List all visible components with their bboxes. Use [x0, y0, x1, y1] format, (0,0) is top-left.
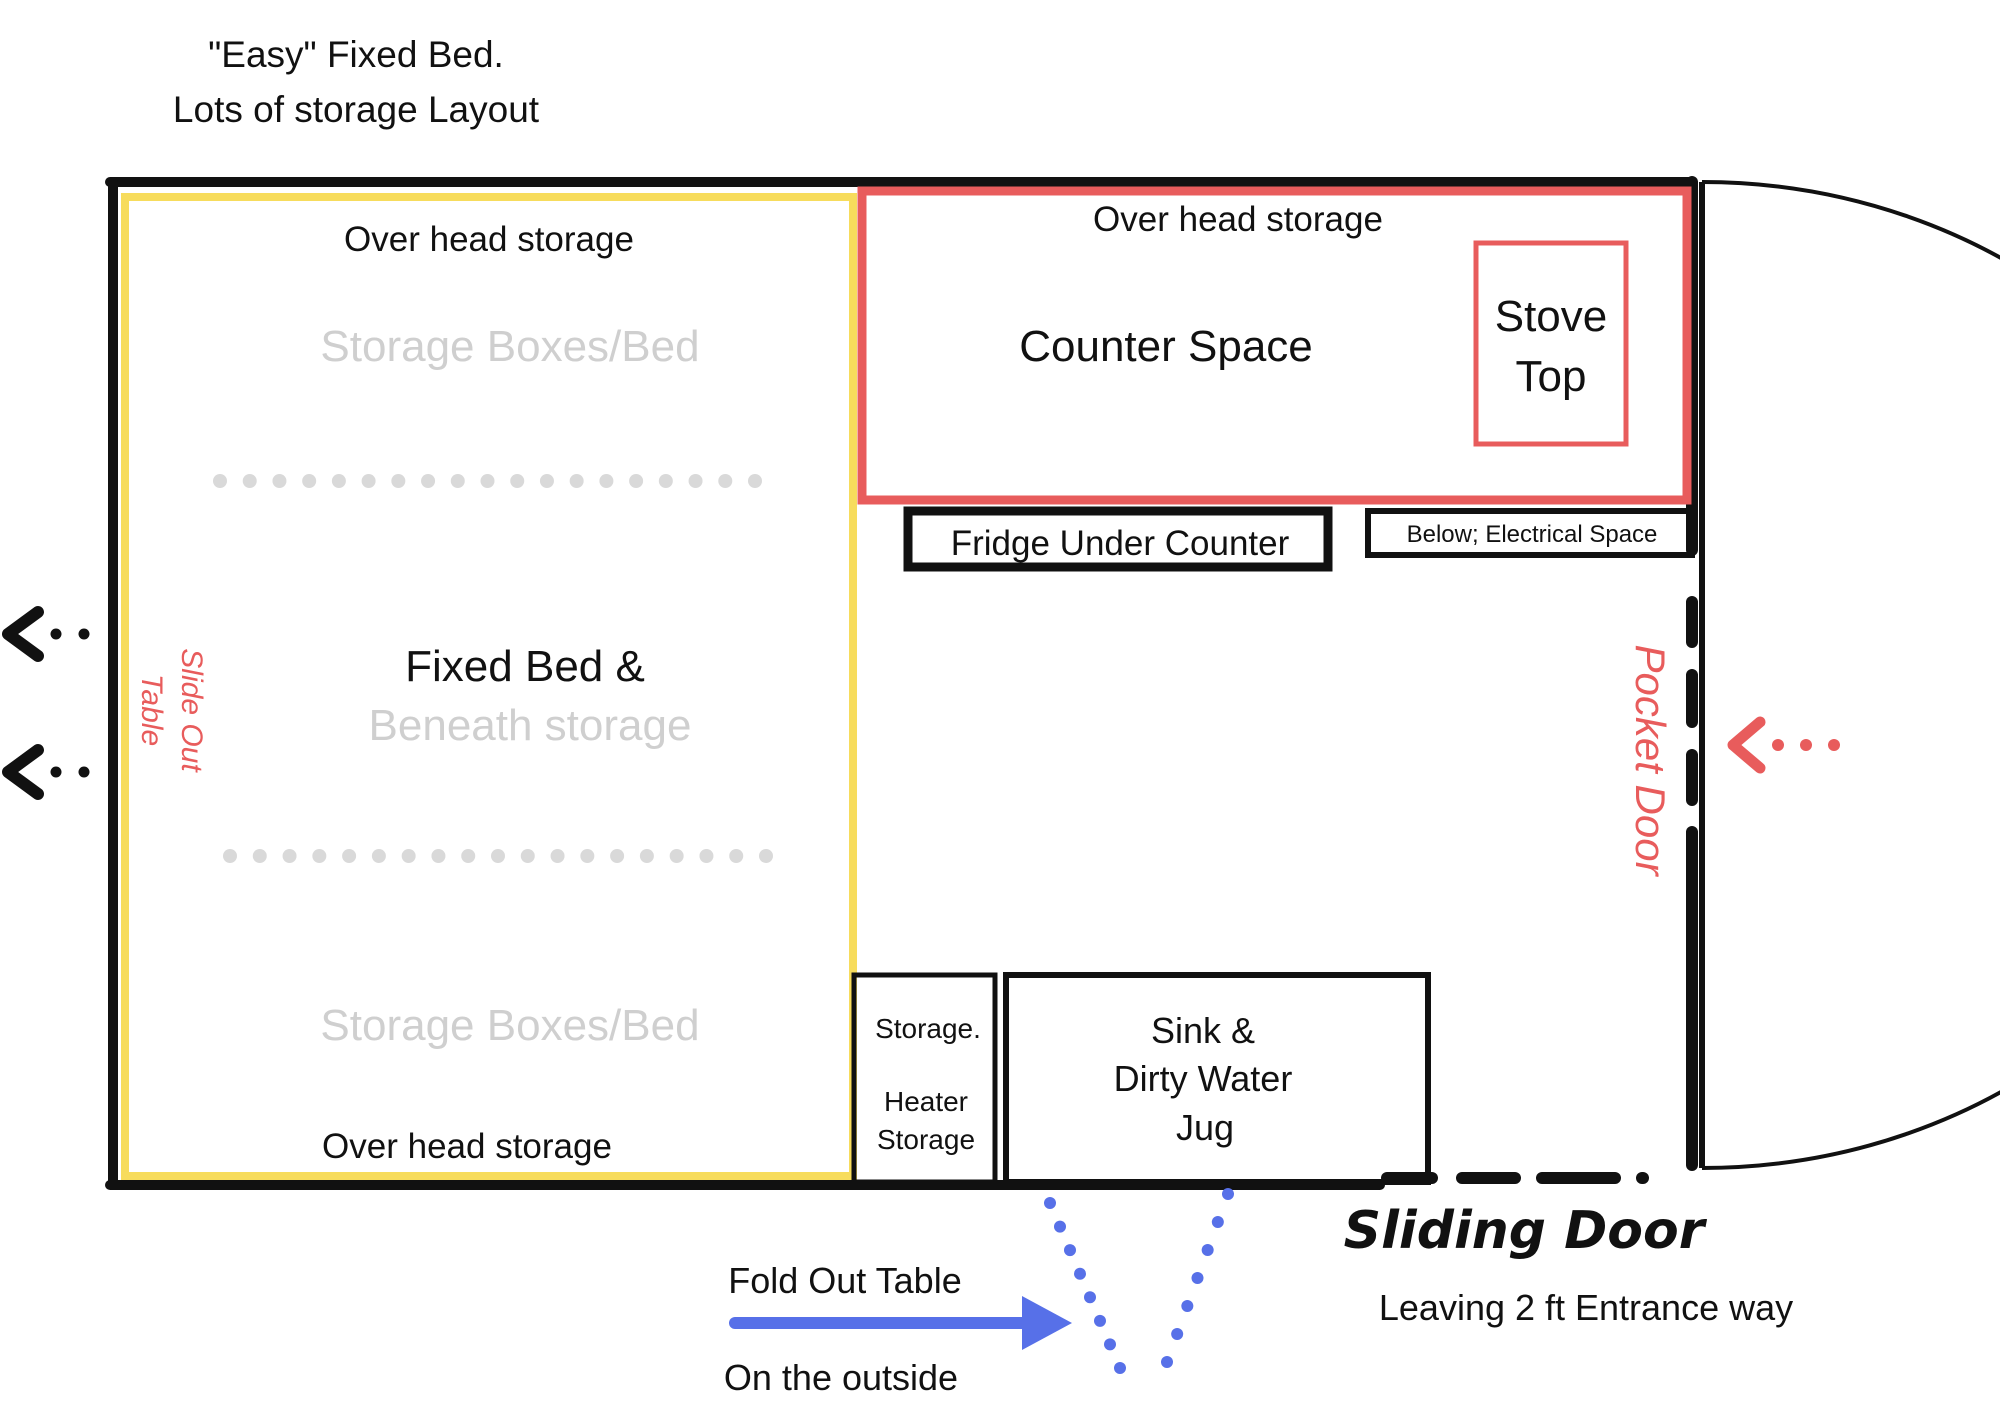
- sink-box: [1003, 972, 1431, 1185]
- sink-line-2: Dirty Water: [1114, 1058, 1293, 1099]
- fold-path-dot: [1094, 1314, 1106, 1327]
- divider-dot: [520, 849, 535, 863]
- divider-dot: [331, 474, 346, 488]
- divider-dot: [669, 849, 684, 863]
- fold-path-dot: [1104, 1338, 1116, 1351]
- fold-path-dot: [1054, 1220, 1066, 1233]
- divider-dot: [688, 474, 703, 488]
- sink-line-3: Jug: [1176, 1107, 1234, 1148]
- divider-dot: [421, 474, 436, 488]
- fold-out-line-2: On the outside: [724, 1357, 958, 1398]
- divider-dot: [491, 849, 505, 863]
- pocket-door-arrow: [1727, 716, 1840, 774]
- counter-space-label: Counter Space: [1019, 322, 1313, 371]
- bed-overhead-storage-top: Over head storage: [344, 220, 634, 259]
- divider-dot: [599, 474, 614, 488]
- divider-dot: [461, 849, 476, 863]
- kitchen-counter-outline: [857, 186, 1692, 505]
- divider-dot: [242, 474, 257, 488]
- divider-dot: [639, 849, 654, 863]
- sliding-door-label: Sliding Door: [1344, 1201, 1708, 1261]
- slide-out-line-1: Slide Out: [175, 648, 208, 773]
- heater-storage-box: [851, 972, 998, 1185]
- fold-path-dot: [1114, 1362, 1126, 1374]
- divider-dot: [371, 849, 386, 863]
- pocket-door-label: Pocket Door: [1627, 644, 1674, 877]
- divider-dot: [610, 849, 625, 863]
- diagram-title: "Easy" Fixed Bed. Lots of storage Layout: [173, 34, 540, 130]
- divider-dot: [252, 849, 267, 863]
- fold-path-dot: [1161, 1356, 1173, 1368]
- fold-out-arrow: [729, 1296, 1072, 1350]
- fold-path-dot: [1171, 1328, 1184, 1340]
- beneath-storage-label: Beneath storage: [369, 701, 692, 750]
- stove-line-1: Stove: [1495, 292, 1608, 341]
- dotted-divider-top: [213, 474, 762, 488]
- fold-path-dot: [1181, 1300, 1194, 1312]
- divider-dot: [569, 474, 584, 488]
- divider-dot: [629, 474, 644, 488]
- sink-line-1: Sink &: [1151, 1010, 1255, 1051]
- heater-line-2: Storage: [877, 1124, 975, 1155]
- slide-out-arrow-bottom: [2, 744, 90, 800]
- divider-dot: [759, 849, 773, 863]
- fold-path-dot: [1191, 1272, 1204, 1284]
- fold-out-table-dotted-path: [1044, 1188, 1234, 1374]
- fold-path-dot: [1211, 1216, 1224, 1228]
- divider-dot: [699, 849, 714, 863]
- entrance-label: Leaving 2 ft Entrance way: [1379, 1287, 1793, 1328]
- divider-dot: [272, 474, 287, 488]
- bed-overhead-storage-bottom: Over head storage: [322, 1127, 612, 1166]
- divider-dot: [748, 474, 762, 488]
- divider-dot: [312, 849, 327, 863]
- divider-dot: [450, 474, 465, 488]
- fridge-label: Fridge Under Counter: [951, 524, 1290, 563]
- kitchen-overhead-storage: Over head storage: [1093, 200, 1383, 239]
- slide-out-arrow-top: [2, 606, 90, 662]
- fold-path-dot: [1074, 1267, 1086, 1280]
- divider-dot: [302, 474, 317, 488]
- electrical-label: Below; Electrical Space: [1407, 521, 1658, 548]
- divider-dot: [480, 474, 495, 488]
- fold-path-dot: [1084, 1291, 1096, 1304]
- fold-path-dot: [1222, 1188, 1234, 1200]
- rear-door: [1699, 180, 2000, 1170]
- divider-dot: [361, 474, 376, 488]
- fold-path-dot: [1044, 1197, 1056, 1209]
- slide-out-line-2: Table: [135, 674, 168, 746]
- storage-label: Storage.: [875, 1013, 981, 1044]
- divider-dot: [342, 849, 357, 863]
- fixed-bed-label: Fixed Bed &: [405, 642, 645, 691]
- fridge-box: [903, 506, 1333, 572]
- electrical-box: [1365, 508, 1695, 558]
- divider-dot: [718, 474, 733, 488]
- storage-boxes-top: Storage Boxes/Bed: [320, 322, 699, 371]
- heater-line-1: Heater: [884, 1086, 968, 1117]
- divider-dot: [580, 849, 595, 863]
- fold-path-dot: [1201, 1244, 1214, 1256]
- divider-dot: [658, 474, 673, 488]
- divider-dot: [539, 474, 554, 488]
- dotted-divider-bottom: [223, 849, 773, 863]
- divider-dot: [223, 849, 237, 863]
- stove-line-2: Top: [1516, 352, 1587, 401]
- divider-dot: [213, 474, 227, 488]
- divider-dot: [391, 474, 406, 488]
- divider-dot: [282, 849, 297, 863]
- divider-dot: [431, 849, 446, 863]
- divider-dot: [550, 849, 565, 863]
- divider-dot: [510, 474, 525, 488]
- storage-boxes-bottom: Storage Boxes/Bed: [320, 1001, 699, 1050]
- divider-dot: [401, 849, 416, 863]
- fold-path-dot: [1064, 1244, 1076, 1257]
- stove-top-outline: [1473, 240, 1629, 447]
- title-line-1: "Easy" Fixed Bed.: [208, 34, 504, 75]
- title-line-2: Lots of storage Layout: [173, 89, 540, 130]
- fold-out-line-1: Fold Out Table: [728, 1260, 961, 1301]
- bed-area-outline: [121, 193, 857, 1180]
- divider-dot: [729, 849, 744, 863]
